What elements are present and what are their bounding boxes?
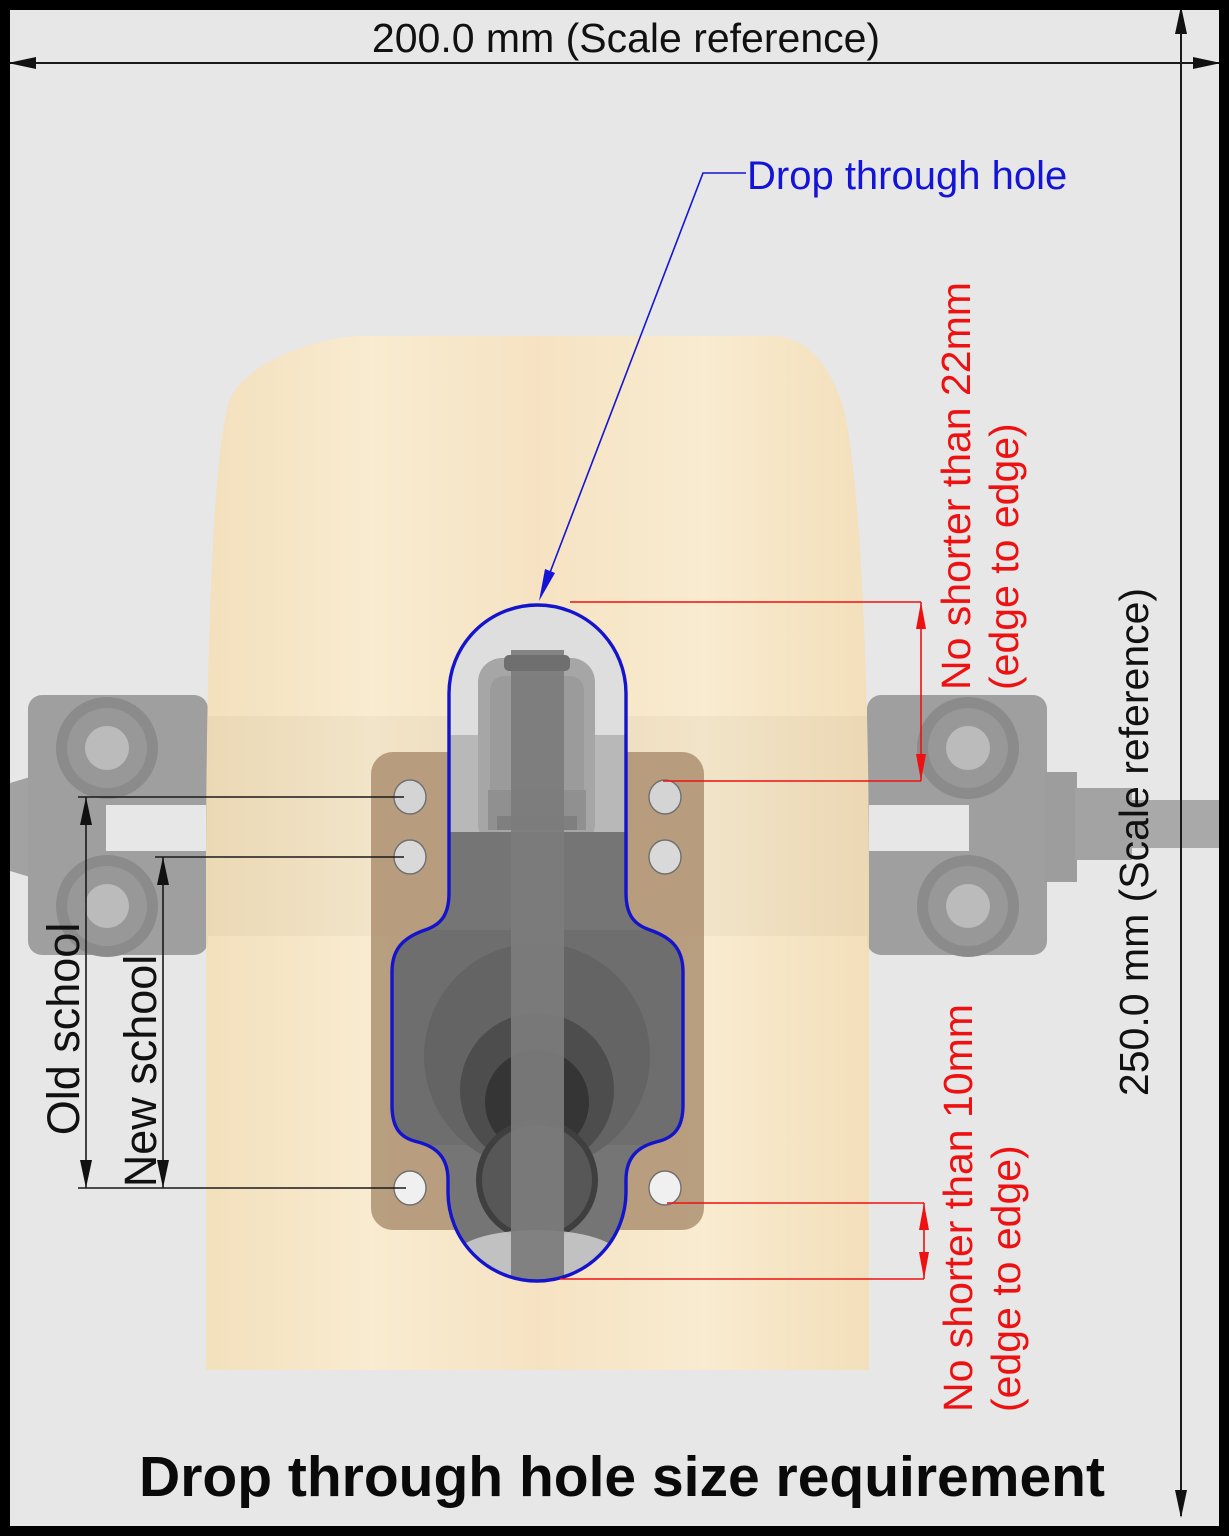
arrowhead-up [1175, 6, 1187, 34]
requirement-10mm-line1: No shorter than 10mm [935, 1004, 981, 1412]
arrowhead-down [1175, 1490, 1187, 1518]
bolt-hole-right-bottom [648, 1170, 682, 1206]
bolt-hole-right-new [648, 839, 682, 875]
arrowhead-right [1193, 57, 1221, 69]
right-axle-step [1045, 772, 1077, 882]
drawing-title: Drop through hole size requirement [139, 1445, 1105, 1509]
drop-through-hole-outline [390, 603, 685, 1283]
horizontal-scale-dimension: 200.0 mm (Scale reference) [8, 15, 1221, 69]
requirement-22mm [570, 601, 926, 782]
requirement-22mm-line2: (edge to edge) [981, 423, 1027, 690]
vertical-scale-label: 250.0 mm (Scale reference) [1111, 588, 1157, 1096]
requirement-10mm-line2: (edge to edge) [983, 1145, 1029, 1412]
mount-pattern-dimensions [78, 796, 406, 1189]
leader-arrowhead [539, 569, 555, 601]
arrowhead-left [8, 57, 36, 69]
hole-label: Drop through hole [747, 154, 1067, 198]
bolt-hole-right-old [648, 779, 682, 815]
right-axle-bar [1130, 800, 1229, 848]
kingpin-column [511, 650, 564, 1281]
requirement-22mm-line1: No shorter than 22mm [933, 282, 979, 690]
requirement-10mm [560, 1202, 929, 1280]
hole-callout: Drop through hole [539, 154, 1067, 601]
vertical-scale-dimension: 250.0 mm (Scale reference) [1111, 6, 1187, 1518]
horizontal-scale-label: 200.0 mm (Scale reference) [372, 15, 880, 61]
new-school-label: New school [115, 955, 166, 1188]
old-school-label: Old school [38, 923, 89, 1136]
